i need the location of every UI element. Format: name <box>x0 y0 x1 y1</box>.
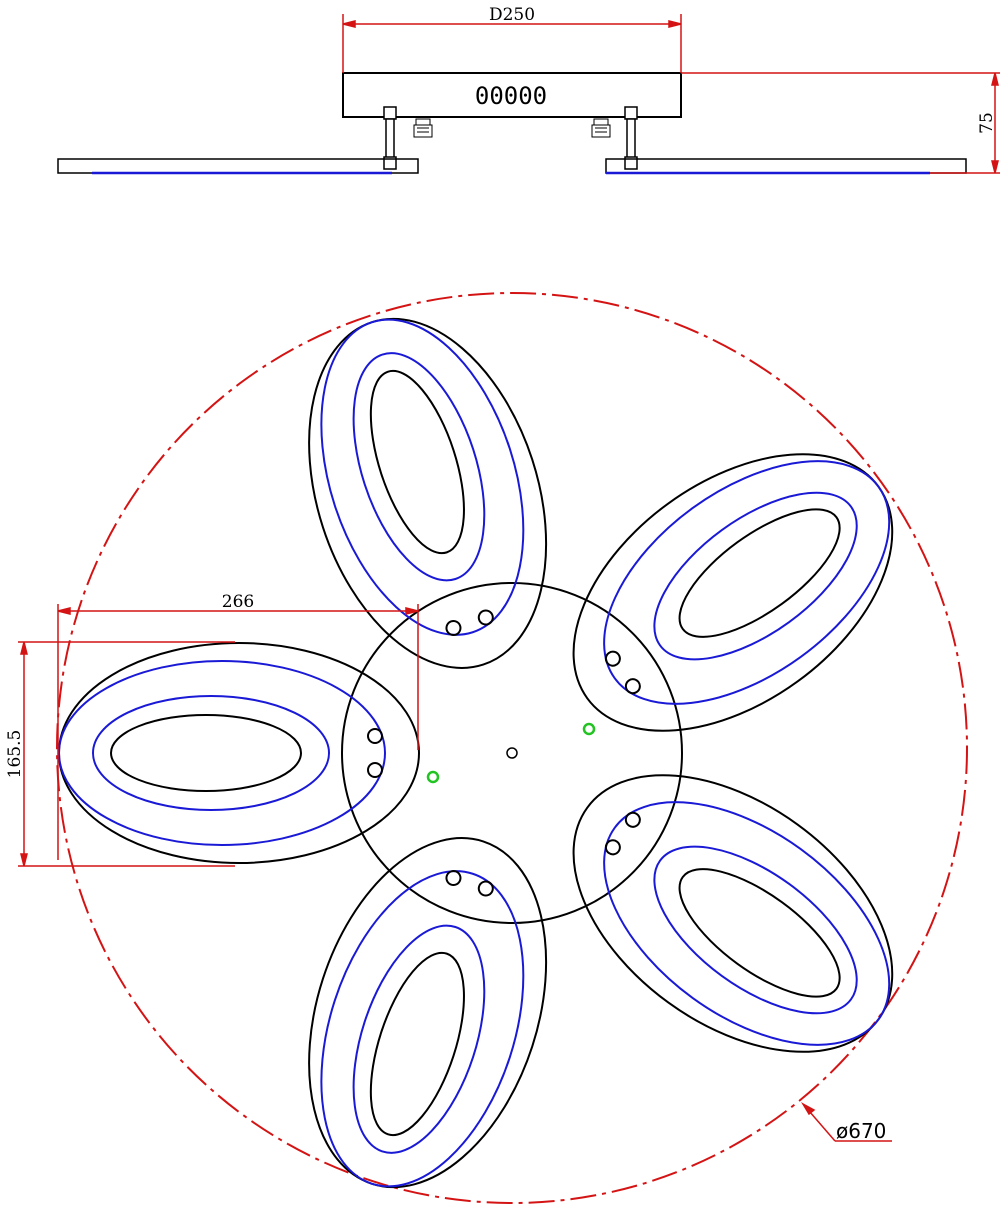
center-hole <box>506 747 518 759</box>
dimension-height-top-label: 165.5 <box>5 730 25 779</box>
cable-gland-right <box>591 118 611 138</box>
arm-led-strip-inner <box>653 491 858 661</box>
arm-screw-hole <box>445 870 462 887</box>
light-arm <box>308 317 548 669</box>
dimension-height-side <box>681 72 1000 174</box>
light-arm <box>572 453 894 732</box>
arm-screw-hole <box>624 678 641 695</box>
mounting-bolt-left <box>383 106 397 170</box>
arm-screw-hole <box>604 650 621 667</box>
diameter-leader <box>800 1102 892 1142</box>
arm-led-strip-inner <box>352 924 486 1154</box>
arm-group <box>58 317 894 1189</box>
arm-screw-hole <box>445 619 462 636</box>
light-arm <box>58 642 420 864</box>
cable-gland-left <box>413 118 433 138</box>
dimension-span-label: 266 <box>222 592 254 612</box>
outer-diameter-circle <box>56 292 968 1204</box>
center-disc <box>341 582 683 924</box>
arm-led-strip-inner <box>92 695 330 811</box>
dimension-width <box>342 14 682 73</box>
arm-outline <box>58 642 420 864</box>
arm-led-strip-inner <box>653 845 858 1015</box>
arm-outline <box>572 774 894 1053</box>
mount-point <box>426 770 440 784</box>
arm-outline <box>572 453 894 732</box>
diameter-label: ø670 <box>836 1119 886 1143</box>
arm-led-strip-outer <box>58 660 386 846</box>
arm-led-strip-outer <box>320 870 525 1188</box>
arm-cutout <box>110 714 302 792</box>
dimension-span <box>57 604 419 860</box>
light-arm <box>572 774 894 1053</box>
arm-screw-hole <box>367 762 383 778</box>
dimension-height-top <box>18 641 235 867</box>
light-arm <box>308 837 548 1189</box>
arm-outline <box>308 837 548 1189</box>
dimension-width-label: D250 <box>489 5 535 25</box>
arm-led-strip-outer <box>603 801 891 1046</box>
arm-screw-hole <box>477 880 494 897</box>
dimension-height-side-label: 75 <box>977 112 997 134</box>
arm-cutout <box>369 951 465 1137</box>
arm-cutout <box>369 369 465 555</box>
arm-outline <box>308 317 548 669</box>
arm-cutout <box>678 508 841 638</box>
arm-screw-hole <box>367 728 383 744</box>
arm-screw-hole <box>477 609 494 626</box>
side-view: 00000 <box>57 5 1000 175</box>
top-view: 266 165.5 ø670 <box>5 292 968 1204</box>
arm-cutout <box>678 868 841 998</box>
arm-led-strip-inner <box>352 352 486 582</box>
canopy-box <box>342 72 682 118</box>
mount-point <box>582 722 596 736</box>
canopy-label: 00000 <box>475 82 547 110</box>
arm-led-strip-outer <box>320 318 525 636</box>
arm-screw-hole <box>604 839 621 856</box>
arm-panel-left <box>57 158 419 174</box>
arm-led-strip-outer <box>603 460 891 705</box>
arm-screw-hole <box>624 811 641 828</box>
arm-panel-right <box>605 158 967 174</box>
